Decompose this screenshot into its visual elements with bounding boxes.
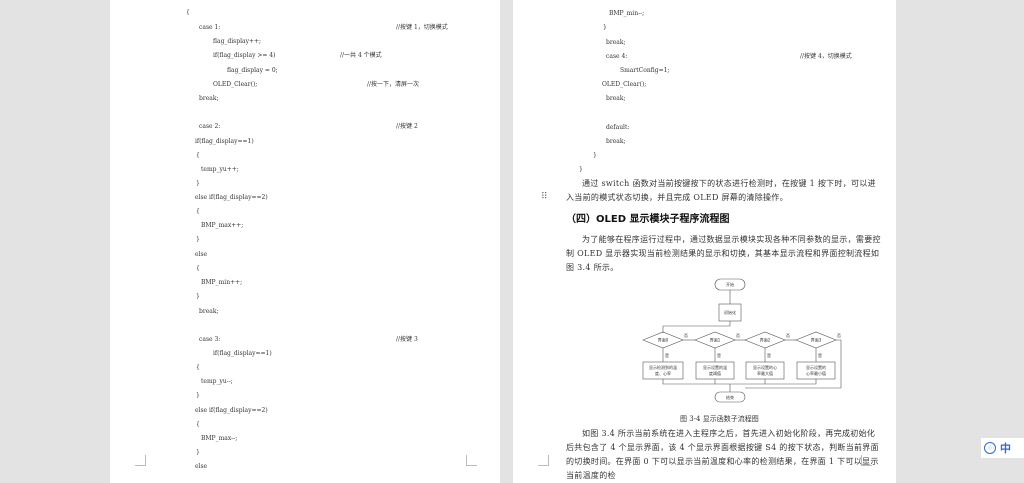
code-line: case 4: bbox=[606, 53, 628, 60]
code-comment: //按键 4，切换模式 bbox=[800, 53, 852, 60]
flow-no-label: 否 bbox=[684, 333, 688, 338]
code-line: case 3: bbox=[199, 336, 221, 343]
flow-action-label: 显示设置的心 bbox=[753, 364, 777, 370]
code-line: temp_yu--; bbox=[201, 378, 233, 385]
code-line: } bbox=[593, 152, 597, 159]
code-comment: //按键 3 bbox=[396, 336, 418, 343]
code-line: default: bbox=[606, 124, 630, 131]
code-line: { bbox=[196, 152, 200, 159]
code-line: { bbox=[196, 421, 200, 428]
figure-caption: 图 3-4 显示函数子流程图 bbox=[680, 415, 759, 423]
page-margin-mark bbox=[135, 455, 146, 466]
page-margin-mark bbox=[861, 455, 872, 466]
code-line: BMP_max++; bbox=[201, 222, 244, 229]
code-line: } bbox=[579, 166, 583, 173]
code-line: break; bbox=[199, 95, 219, 102]
flow-end-label: 结束 bbox=[726, 394, 734, 400]
drag-handle-icon[interactable]: ⠿ bbox=[541, 192, 548, 202]
flow-yes-label: 是 bbox=[717, 352, 721, 358]
code-line: flag_display++; bbox=[213, 38, 262, 45]
flow-no-label: 否 bbox=[736, 333, 740, 338]
code-line: } bbox=[196, 180, 200, 187]
code-line: else if(flag_display==2) bbox=[195, 407, 268, 414]
code-comment: //按一下，清屏一次 bbox=[367, 81, 420, 88]
code-line: } bbox=[196, 449, 200, 456]
page-margin-mark bbox=[538, 455, 549, 466]
flow-decision-label: 界面3 bbox=[811, 338, 822, 343]
ime-indicator[interactable]: ⓘ 中 bbox=[981, 438, 1024, 458]
code-line: { bbox=[196, 364, 200, 371]
code-line: break; bbox=[606, 138, 626, 145]
paragraph: 如图 3.4 所示当前系统在进入主程序之后，首先进入初始化阶段，再完成初始化后共… bbox=[566, 429, 879, 480]
flow-action-label: 率最大值 bbox=[757, 370, 773, 376]
flow-yes-label: 是 bbox=[665, 352, 669, 358]
flow-action-label: 度阈值 bbox=[709, 370, 721, 376]
ime-icon: ⓘ bbox=[984, 442, 996, 454]
code-comment: //按键 2 bbox=[396, 123, 418, 130]
code-line: { bbox=[186, 9, 190, 16]
document-page-left: { case 1: //按键 1，切换模式 flag_display++; if(fla… bbox=[110, 0, 500, 483]
flow-action-label: 显示检测到的温 bbox=[649, 364, 677, 370]
flow-yes-label: 是 bbox=[767, 352, 771, 358]
section-heading: （四）OLED 显示模块子程序流程图 bbox=[566, 214, 730, 225]
flow-yes-label: 是 bbox=[818, 352, 822, 358]
code-line: case 1: bbox=[199, 24, 221, 31]
code-comment: //按键 1，切换模式 bbox=[396, 24, 448, 31]
code-line: else bbox=[195, 251, 208, 258]
code-line: } bbox=[196, 236, 200, 243]
flow-decision-label: 界面0 bbox=[658, 338, 669, 343]
code-line: { bbox=[196, 265, 200, 272]
code-line: SmartConfig=1; bbox=[620, 67, 670, 74]
code-line: OLED_Clear(); bbox=[602, 81, 647, 88]
code-line: break; bbox=[606, 95, 626, 102]
flow-action-label: 显示设置的 bbox=[806, 364, 826, 370]
code-line: BMP_max--; bbox=[201, 435, 238, 442]
flow-no-label: 否 bbox=[786, 333, 790, 338]
paragraph: 为了能够在程序运行过程中，通过数据显示模块实现各种不同参数的显示，需要控制 OL… bbox=[566, 235, 881, 272]
code-line: if(flag_display==1) bbox=[213, 350, 272, 357]
flow-decision-label: 界面1 bbox=[710, 338, 721, 343]
code-line: if(flag_display >= 4) bbox=[213, 52, 276, 59]
code-line: } bbox=[196, 293, 200, 300]
code-line: temp_yu++; bbox=[201, 166, 239, 173]
code-line: { bbox=[196, 208, 200, 215]
flow-no-label: 否 bbox=[837, 333, 841, 338]
flow-action-label: 度、心率 bbox=[655, 370, 671, 376]
code-line: else bbox=[195, 463, 208, 470]
code-line: if(flag_display==1) bbox=[195, 138, 254, 145]
code-line: case 2: bbox=[199, 123, 221, 130]
code-line: BMP_min++; bbox=[201, 279, 243, 286]
code-line: OLED_Clear(); bbox=[213, 81, 258, 88]
flow-end-node bbox=[714, 391, 746, 403]
flow-init-label: 初始化 bbox=[724, 309, 736, 315]
code-line: flag_display = 0; bbox=[227, 67, 278, 74]
code-line: } bbox=[603, 24, 607, 31]
document-page-right: 通过 switch 函数对当前按键按下的状态进行检测时，在按键 1 按下时，可以… bbox=[513, 0, 896, 483]
paragraph: 通过 switch 函数对当前按键按下的状态进行检测时，在按键 1 按下时，可以… bbox=[566, 179, 876, 202]
code-line: else if(flag_display==2) bbox=[195, 194, 268, 201]
code-line: BMP_min--; bbox=[609, 10, 645, 17]
code-line: } bbox=[196, 392, 200, 399]
page-margin-mark bbox=[466, 455, 477, 466]
code-line: break; bbox=[199, 308, 219, 315]
flow-action-label: 显示设置的温 bbox=[703, 364, 727, 370]
flow-decision-label: 界面2 bbox=[760, 338, 771, 343]
code-line: break; bbox=[606, 39, 626, 46]
flow-action-label: 心率最小值 bbox=[806, 370, 826, 376]
code-comment: //一共 4 个模式 bbox=[340, 52, 382, 59]
flow-start-label: 开始 bbox=[726, 281, 734, 287]
ime-language: 中 bbox=[1000, 442, 1011, 455]
